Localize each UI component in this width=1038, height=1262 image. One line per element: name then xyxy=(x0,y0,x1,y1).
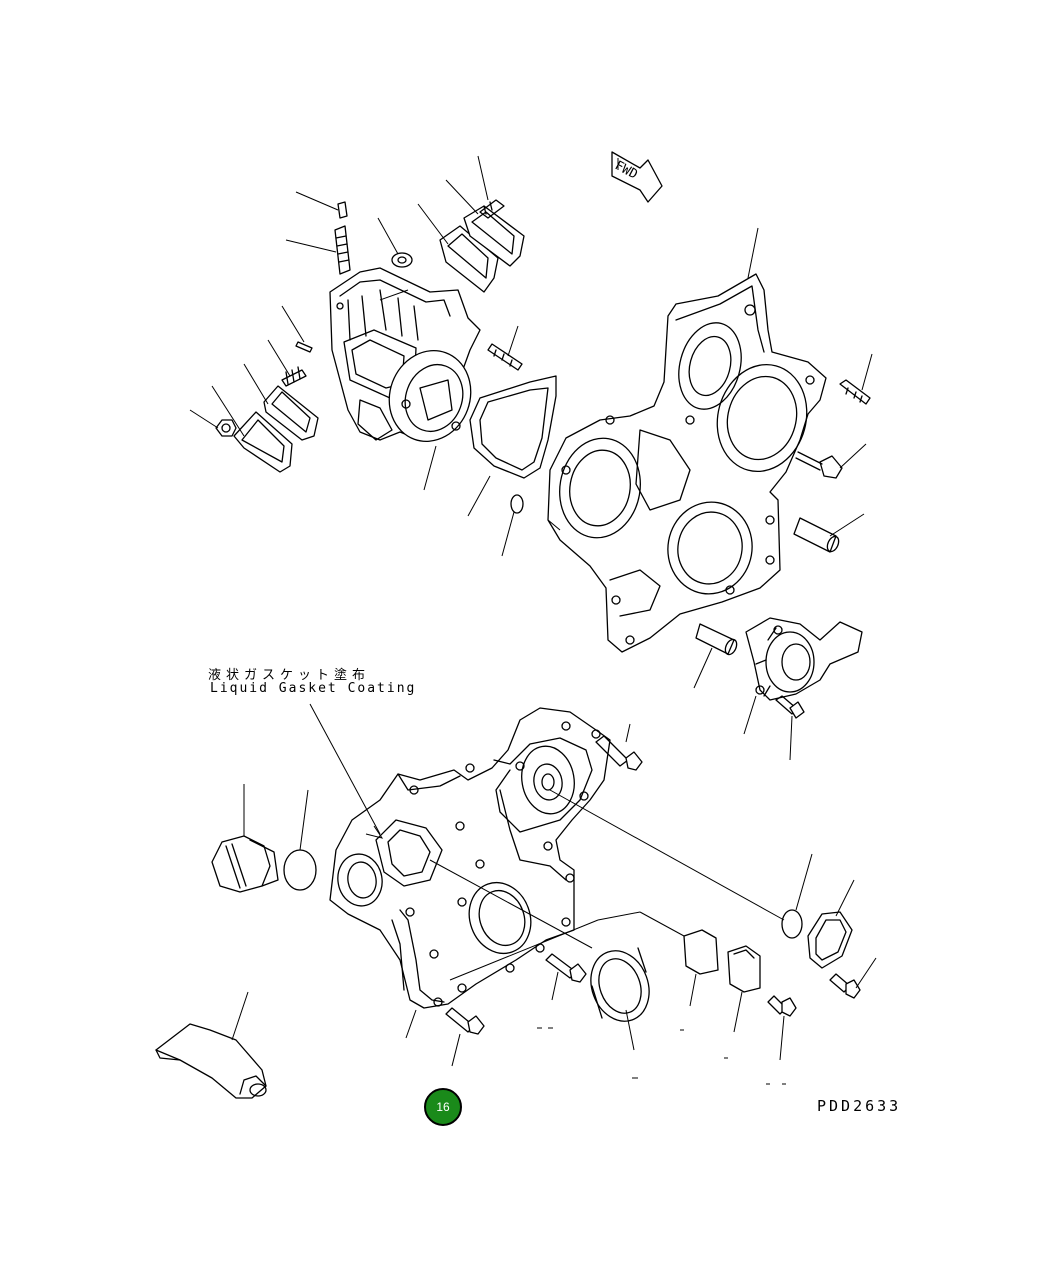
page-number-badge[interactable]: 16 xyxy=(424,1088,462,1126)
liquid-gasket-note-english: Liquid Gasket Coating xyxy=(210,681,417,696)
front-cover-assembly xyxy=(155,703,877,1099)
fwd-arrow-marker: FWD xyxy=(611,151,663,203)
fwd-label: FWD xyxy=(612,158,640,182)
page-number-label: 16 xyxy=(436,1100,450,1114)
timing-gear-case xyxy=(547,227,873,761)
liquid-gasket-note-japanese: 液状ガスケット塗布 xyxy=(208,668,371,683)
pump-housing-assembly xyxy=(189,155,557,557)
drawing-code-label: PDD2633 xyxy=(817,1097,902,1115)
